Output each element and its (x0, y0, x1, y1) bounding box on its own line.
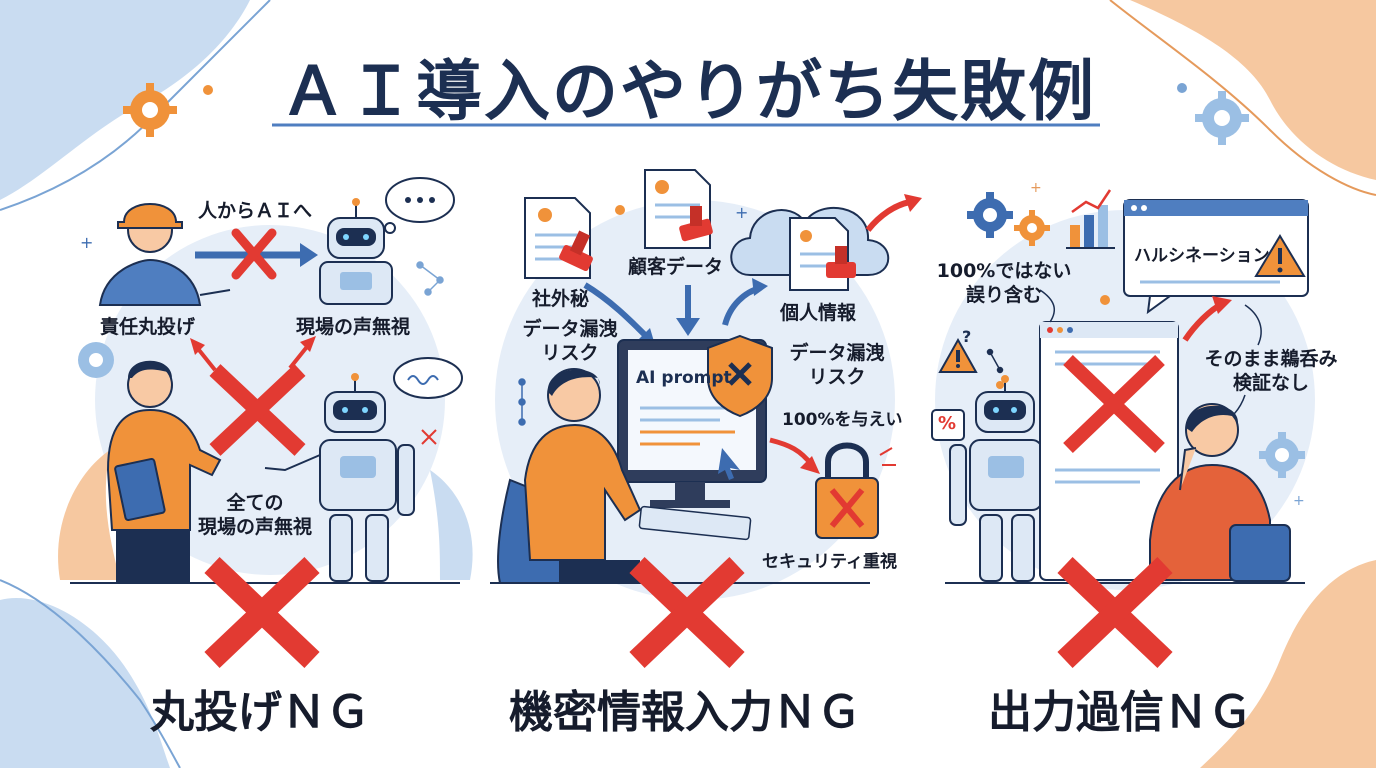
person-thinking-icon (1149, 403, 1291, 582)
lock-icon (815, 442, 879, 539)
caption-panel-1: 丸投げＮＧ (150, 687, 370, 738)
svg-text:+: + (1293, 493, 1305, 509)
browser-window-icon (1123, 199, 1309, 315)
browser-window-icon (1039, 321, 1179, 581)
robot-icon (319, 198, 393, 305)
robot-icon (264, 373, 415, 582)
label-not-100-percent: 100%ではない 誤り含む (936, 260, 1072, 306)
worker-icon (98, 203, 231, 306)
label-confidential: 社外秘 (532, 288, 590, 310)
svg-text:+: + (735, 203, 748, 222)
red-x-icon (1063, 354, 1165, 454)
stamp-icon (679, 206, 713, 242)
percent-icon (931, 409, 965, 441)
blue-blob-top-left (0, 0, 250, 200)
gear-icon (967, 192, 1013, 238)
stamp-icon (826, 246, 856, 278)
businessman-icon (106, 360, 222, 582)
blue-line-bottom-left (0, 579, 181, 768)
stamp-icon (559, 230, 593, 272)
orange-blob-bottom-right (1200, 560, 1376, 768)
label-security-first: セキュリティ重視 (762, 552, 897, 572)
svg-text:+: + (1030, 180, 1042, 196)
red-x-icon (1057, 557, 1173, 668)
label-human-to-ai: 人からＡＩへ (198, 200, 313, 222)
label-ignore-field: 現場の声無視 (296, 316, 411, 338)
screen-ai-prompt: AI prompt (636, 368, 732, 388)
percent-icon-text: % (938, 413, 957, 434)
red-x-icon (231, 228, 277, 280)
label-personal-info: 個人情報 (780, 302, 857, 324)
label-hallucination: ハルシネーション (1134, 246, 1270, 266)
warning-icon (938, 337, 978, 373)
caption-panel-2: 機密情報入力ＮＧ (509, 687, 861, 738)
blue-blob-bottom-left (0, 598, 170, 768)
orange-line-top-right (1109, 0, 1376, 196)
svg-text:+: + (80, 233, 93, 252)
label-all-ignore-field: 全ての 現場の声無視 (197, 492, 312, 538)
thought-bubble-icon (384, 177, 455, 234)
shield-icon (707, 334, 773, 418)
gear-icon (1195, 91, 1249, 145)
label-no-verification: そのまま鵜呑み 検証なし (1204, 348, 1338, 394)
svg-text:?: ? (962, 327, 971, 346)
page-title: ＡＩ導入のやりがち失敗例 (280, 53, 1096, 130)
red-x-icon (209, 364, 306, 456)
thought-bubble-icon (393, 357, 463, 399)
label-leak-risk-left: データ漏洩 リスク (522, 318, 618, 364)
label-responsibility-dump: 責任丸投げ (100, 316, 196, 338)
person-at-computer-icon (497, 368, 642, 584)
label-lock-percent: 100%を与えい (782, 410, 903, 430)
bar-chart-icon (1066, 189, 1115, 249)
gear-icon (123, 83, 177, 137)
red-x-icon (204, 557, 320, 668)
red-x-icon (629, 557, 745, 668)
orange-blob-top-right (1130, 0, 1376, 180)
gear-icon (1259, 432, 1305, 478)
gear-icon (1014, 210, 1050, 246)
label-leak-risk-right: データ漏洩 リスク (789, 342, 885, 388)
caption-panel-3: 出力過信ＮＧ (988, 687, 1252, 738)
warning-icon (1254, 234, 1306, 277)
label-customer-data: 顧客データ (628, 256, 724, 278)
